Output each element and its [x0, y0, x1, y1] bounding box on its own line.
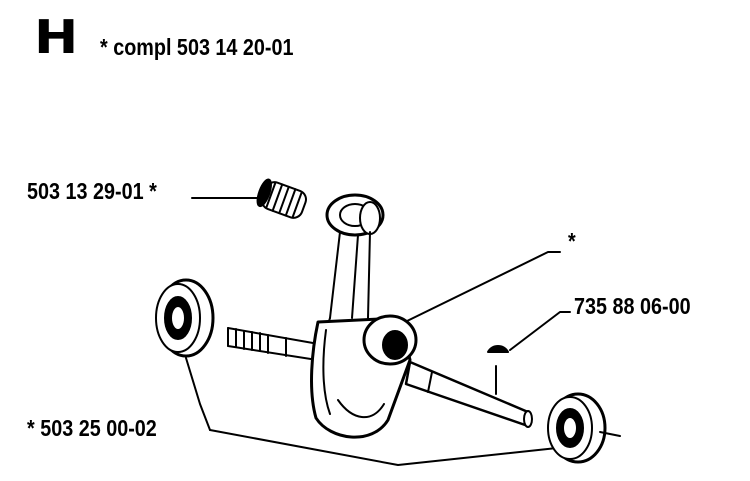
crank-web [310, 314, 418, 439]
crankshaft-asterisk-label: * [568, 228, 576, 254]
needle-bearing-part-number: 503 13 29-01 * [27, 178, 157, 204]
leader-ball-bearing [209, 429, 558, 466]
woodruff-key [487, 345, 509, 395]
ball-bearing-part-number: * 503 25 00-02 [27, 415, 157, 441]
key-part-number: 735 88 06-00 [574, 293, 691, 319]
needle-bearing [256, 178, 307, 219]
ball-bearing-left [155, 278, 215, 358]
leader-ball-bearing-left [185, 357, 211, 431]
connecting-rod [325, 193, 385, 338]
leader-lines [185, 197, 571, 466]
right-shaft [404, 360, 533, 428]
assembly-part-number: * compl 503 14 20-01 [100, 34, 294, 60]
leader-crankshaft [404, 251, 561, 323]
ball-bearing-right [547, 392, 621, 464]
section-letter: H [34, 10, 79, 64]
leader-key [509, 311, 571, 351]
